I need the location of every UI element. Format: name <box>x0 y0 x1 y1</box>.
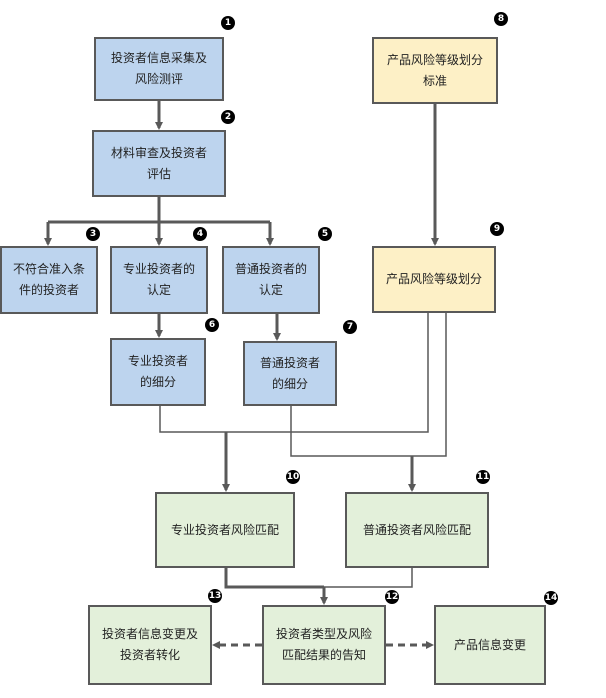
step-marker-5: 5 <box>318 227 332 241</box>
node-11: 普通投资者风险匹配 <box>345 492 489 568</box>
step-marker-3: 3 <box>86 227 100 241</box>
step-marker-1: 1 <box>221 16 235 30</box>
node-12: 投资者类型及风险 匹配结果的告知 <box>262 605 386 685</box>
edge-7-11 <box>290 406 412 457</box>
node-14: 产品信息变更 <box>434 605 546 685</box>
node-1: 投资者信息采集及 风险测评 <box>94 37 224 101</box>
node-9: 产品风险等级划分 <box>372 246 496 313</box>
edge-10-12 <box>224 568 324 589</box>
step-marker-2: 2 <box>221 110 235 124</box>
step-marker-7: 7 <box>343 320 357 334</box>
node-2: 材料审查及投资者 评估 <box>92 130 226 197</box>
edge-9-10 <box>226 313 429 433</box>
edge-9-11 <box>412 313 447 457</box>
step-marker-10: 10 <box>286 470 300 484</box>
step-marker-8: 8 <box>494 12 508 26</box>
edge-6-10 <box>159 406 226 433</box>
step-marker-9: 9 <box>490 222 504 236</box>
node-5: 普通投资者的 认定 <box>222 246 320 314</box>
step-marker-11: 11 <box>476 470 490 484</box>
node-7: 普通投资者 的细分 <box>243 341 337 406</box>
step-marker-14: 14 <box>544 591 558 605</box>
node-6: 专业投资者 的细分 <box>110 338 206 406</box>
node-10: 专业投资者风险匹配 <box>155 492 295 568</box>
step-marker-4: 4 <box>193 227 207 241</box>
node-13: 投资者信息变更及 投资者转化 <box>88 605 212 685</box>
node-3: 不符合准入条 件的投资者 <box>0 246 98 314</box>
step-marker-13: 13 <box>208 589 222 603</box>
step-marker-6: 6 <box>205 318 219 332</box>
node-8: 产品风险等级划分 标准 <box>372 37 498 104</box>
step-marker-12: 12 <box>385 590 399 604</box>
node-4: 专业投资者的 认定 <box>110 246 208 314</box>
edge-11-12 <box>324 568 413 588</box>
